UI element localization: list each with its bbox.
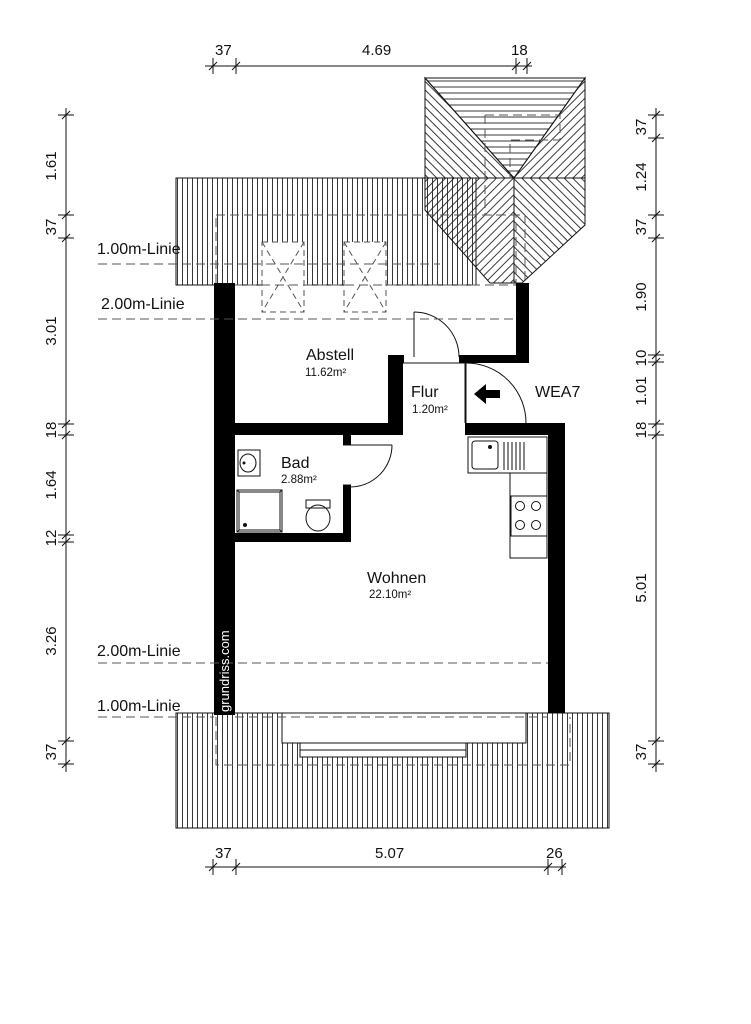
entry-arrow-icon bbox=[474, 384, 500, 404]
door-entrance bbox=[465, 362, 527, 424]
dim-right-3: 37 bbox=[633, 219, 650, 236]
counter-icon bbox=[509, 472, 548, 559]
dim-left-6: 12 bbox=[43, 530, 60, 547]
room-name-wohnen: Wohnen bbox=[367, 570, 426, 587]
room-area-abstell: 11.62m² bbox=[305, 367, 347, 379]
roof-overhang-bottom bbox=[175, 712, 610, 829]
height-line-label-2m-top: 2.00m-Linie bbox=[101, 296, 185, 313]
washbasin-icon bbox=[237, 449, 261, 477]
watermark-text: grundriss.com bbox=[217, 630, 232, 712]
dim-left-5: 1.64 bbox=[43, 470, 60, 499]
dim-right-2: 1.24 bbox=[633, 162, 650, 191]
walls bbox=[214, 283, 565, 715]
room-area-flur: 1.20m² bbox=[412, 404, 448, 416]
height-lines bbox=[98, 263, 571, 766]
dim-left-2: 37 bbox=[43, 219, 60, 236]
dim-bottom-2: 5.07 bbox=[375, 845, 404, 862]
dim-left-4: 18 bbox=[43, 422, 60, 439]
height-line-label-2m-bottom: 2.00m-Linie bbox=[97, 643, 181, 660]
dim-right-9: 37 bbox=[633, 744, 650, 761]
dim-left-8: 37 bbox=[43, 744, 60, 761]
kitchen-sink-icon bbox=[467, 436, 548, 474]
dim-left-3: 3.01 bbox=[43, 316, 60, 345]
room-area-wohnen: 22.10m² bbox=[369, 589, 411, 601]
height-line-label-1m-bottom: 1.00m-Linie bbox=[97, 698, 181, 715]
height-line-label-1m-top: 1.00m-Linie bbox=[97, 241, 181, 258]
unit-label: WEA7 bbox=[535, 384, 580, 401]
toilet-icon bbox=[305, 499, 331, 532]
dim-right-4: 1.90 bbox=[633, 282, 650, 311]
dim-top-3: 18 bbox=[511, 42, 528, 59]
dim-right-5: 10 bbox=[633, 350, 650, 367]
dim-bottom-1: 37 bbox=[215, 845, 232, 862]
room-name-flur: Flur bbox=[411, 384, 439, 401]
dim-top-2: 4.69 bbox=[362, 42, 391, 59]
door-bad bbox=[343, 444, 393, 488]
shower-icon bbox=[236, 489, 283, 533]
dim-right-7: 18 bbox=[633, 422, 650, 439]
dim-top-1: 37 bbox=[215, 42, 232, 59]
dim-right-1: 37 bbox=[633, 119, 650, 136]
dim-right-6: 1.01 bbox=[633, 376, 650, 405]
dim-left-1: 1.61 bbox=[43, 151, 60, 180]
stove-icon bbox=[510, 495, 548, 537]
room-name-abstell: Abstell bbox=[306, 347, 354, 364]
room-area-bad: 2.88m² bbox=[281, 474, 317, 486]
skylight-right bbox=[343, 241, 387, 313]
room-name-bad: Bad bbox=[281, 455, 309, 472]
dim-bottom-3: 26 bbox=[546, 845, 563, 862]
dim-right-8: 5.01 bbox=[633, 573, 650, 602]
dim-left-7: 3.26 bbox=[43, 626, 60, 655]
skylight-left bbox=[261, 241, 305, 313]
dimension-lines bbox=[58, 58, 664, 875]
dormer-outline bbox=[215, 214, 517, 286]
dormer-roof bbox=[423, 76, 586, 284]
